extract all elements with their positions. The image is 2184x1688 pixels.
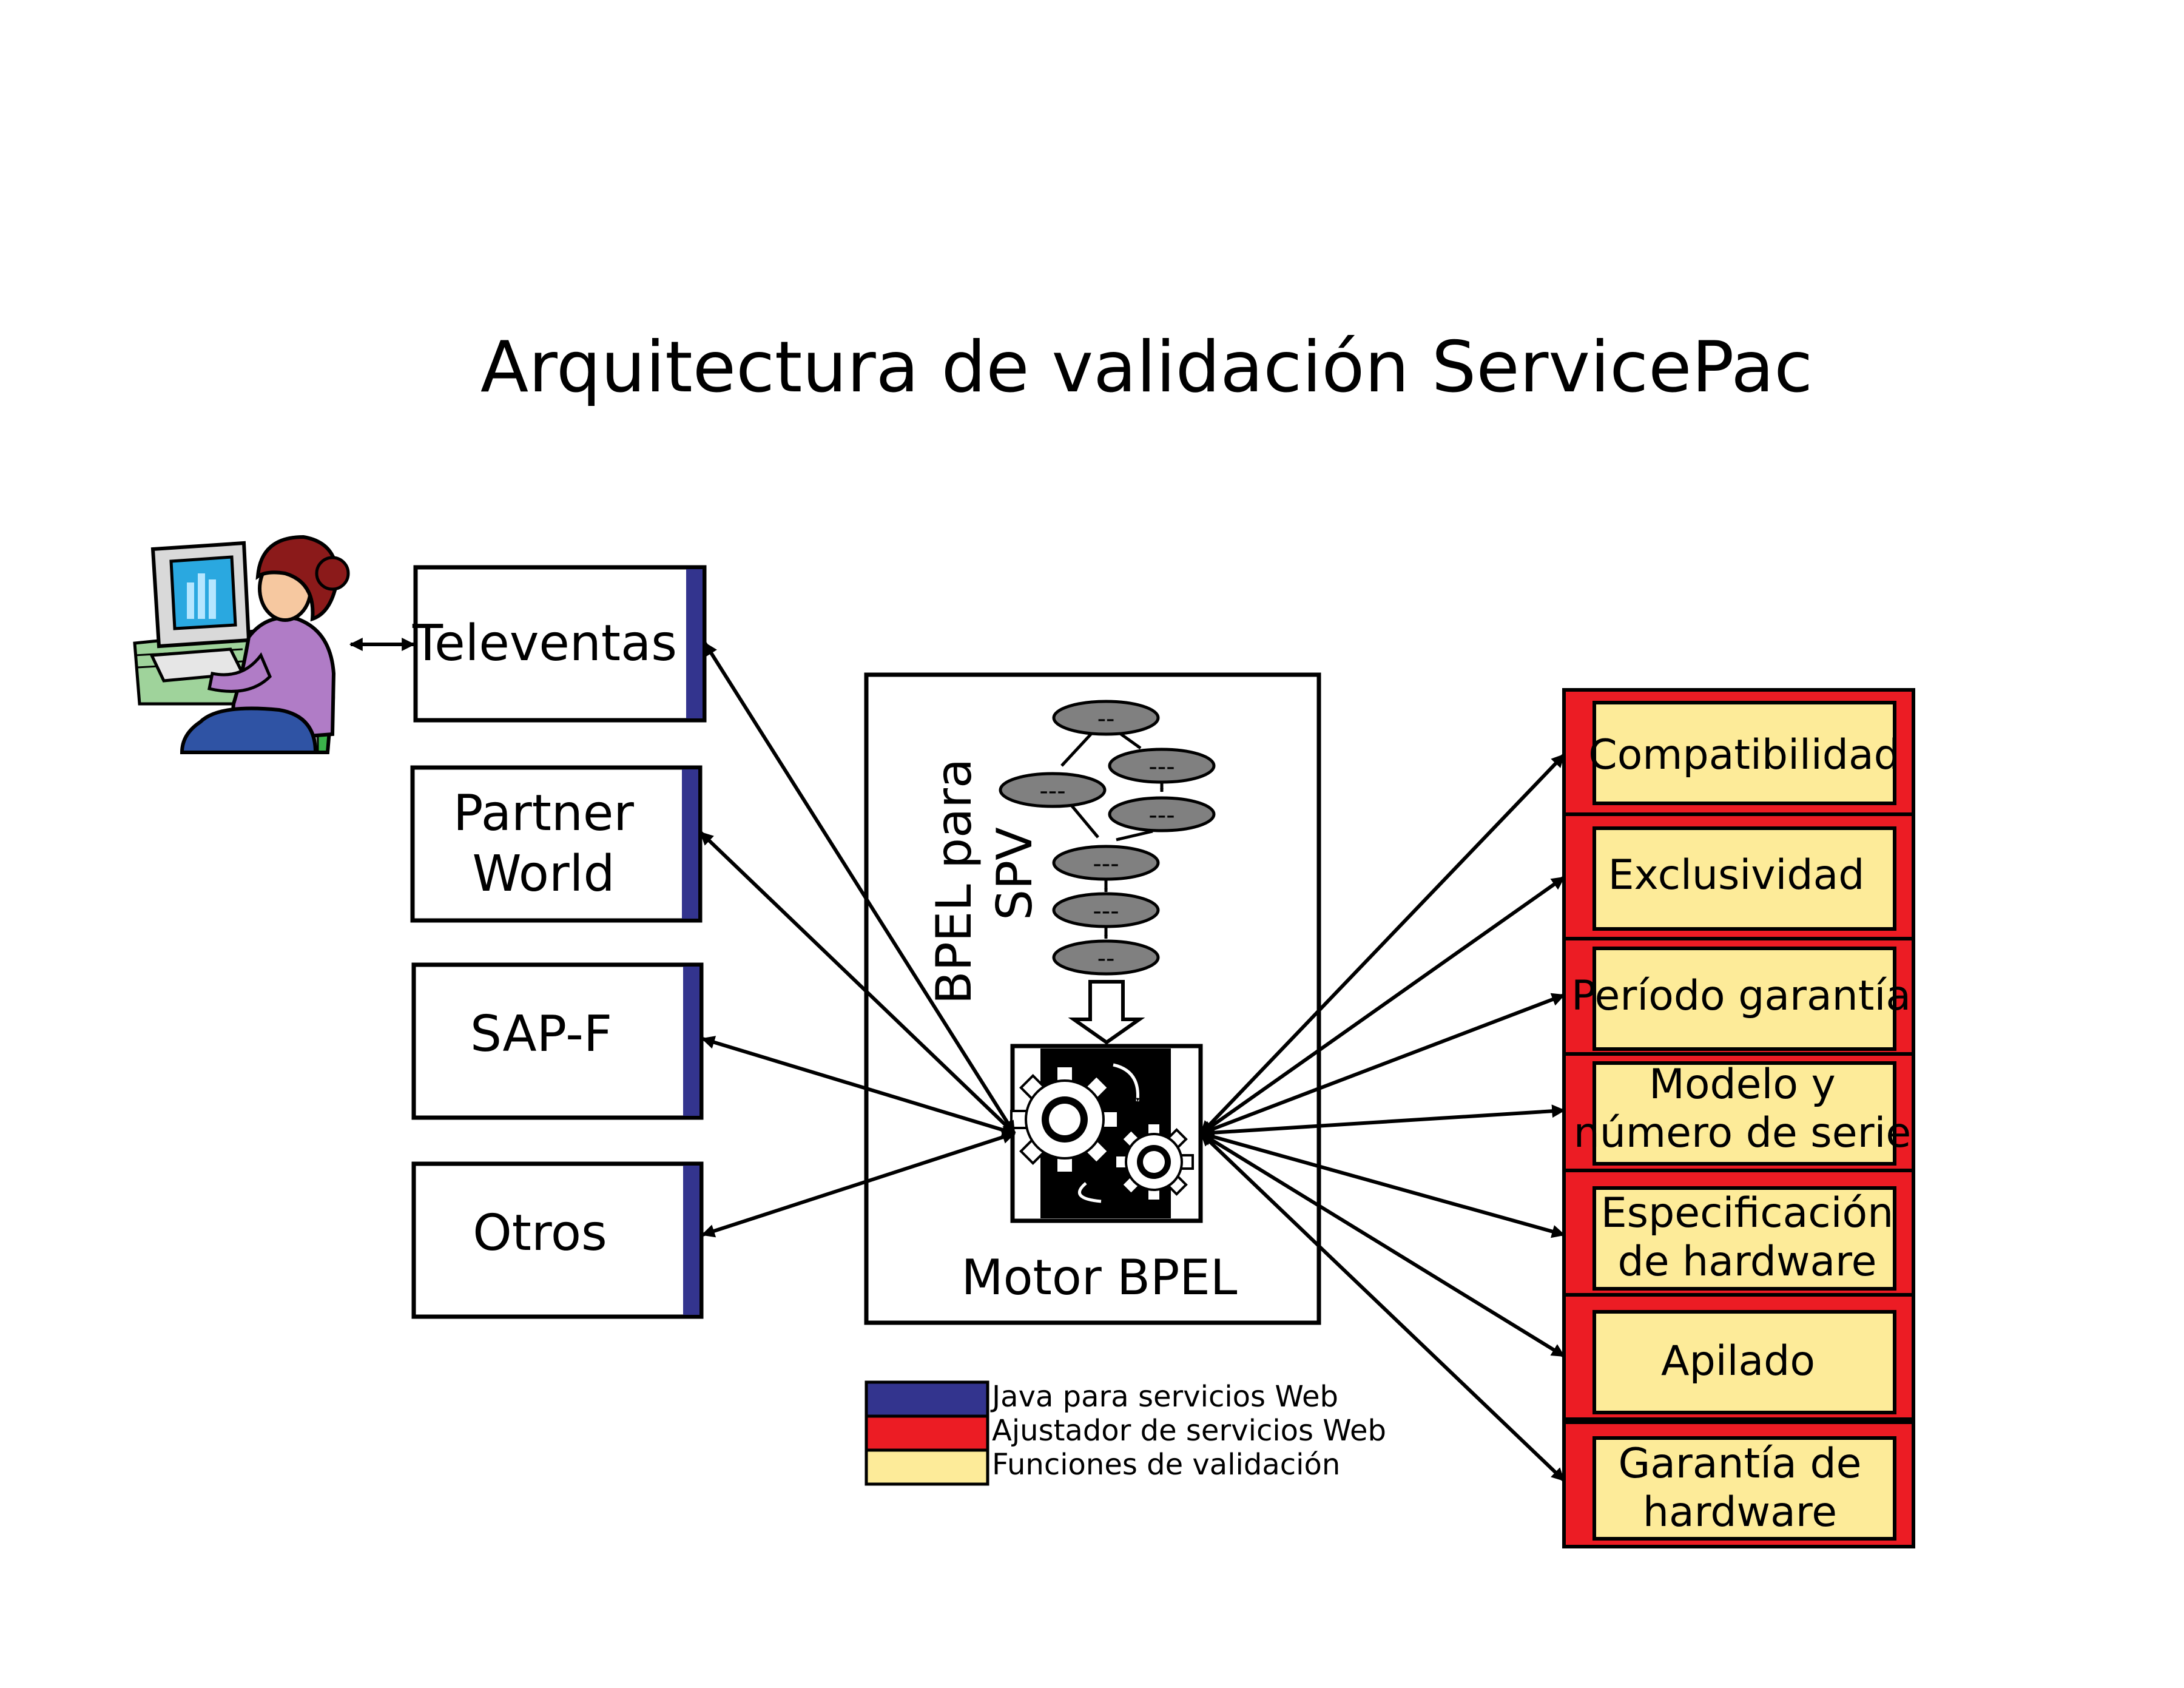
validation-function-modelo-numero-serie: Modelo y número de serie bbox=[1562, 1052, 1915, 1172]
bpel-flow-node: -- bbox=[1052, 939, 1160, 976]
validation-connectors bbox=[1199, 753, 1566, 1482]
function-label: Exclusividad bbox=[1608, 851, 1865, 899]
validation-function-especificacion-hardware: Especificación de hardware bbox=[1562, 1169, 1915, 1297]
client-televentas: Televentas bbox=[412, 565, 707, 723]
function-label: Garantía de bbox=[1619, 1440, 1862, 1488]
function-label: de hardware bbox=[1618, 1238, 1877, 1286]
svg-text:--: -- bbox=[1097, 705, 1115, 733]
svg-text:--: -- bbox=[1097, 945, 1115, 973]
client-partner-world: Partner World bbox=[410, 765, 703, 923]
svg-text:---: --- bbox=[1093, 897, 1119, 925]
function-label: hardware bbox=[1643, 1488, 1837, 1536]
client-label: Partner bbox=[453, 785, 634, 842]
page-title: Arquitectura de validación ServicePac bbox=[480, 326, 1813, 408]
validation-function-garantia-hardware: Garantía de hardware bbox=[1562, 1420, 1915, 1548]
legend-label: Funciones de validación bbox=[992, 1448, 1340, 1482]
svg-text:---: --- bbox=[1093, 850, 1119, 878]
client-otros: Otros bbox=[411, 1161, 704, 1319]
client-label: SAP-F bbox=[470, 1005, 612, 1063]
validation-function-periodo-garantia: Período garantía bbox=[1562, 937, 1915, 1056]
bpel-flow-node: --- bbox=[1108, 796, 1216, 832]
legend-item-validation-functions: Funciones de validación bbox=[864, 1448, 1340, 1486]
validation-function-compatibilidad: Compatibilidad bbox=[1562, 688, 1915, 816]
legend-label: Java para servicios Web bbox=[990, 1380, 1338, 1414]
validation-function-exclusividad: Exclusividad bbox=[1562, 812, 1915, 940]
legend-item-wrapper: Ajustador de servicios Web bbox=[864, 1414, 1386, 1452]
svg-text:---: --- bbox=[1148, 753, 1175, 781]
function-label: Especificación bbox=[1601, 1189, 1894, 1237]
client-label: Televentas bbox=[412, 615, 677, 672]
validation-functions-stack: Compatibilidad Exclusividad Período gara… bbox=[1562, 688, 1915, 1548]
legend-item-java: Java para servicios Web bbox=[864, 1380, 1338, 1418]
client-connectors bbox=[699, 642, 1016, 1238]
down-arrow-icon bbox=[1068, 980, 1145, 1045]
validation-function-apilado: Apilado bbox=[1562, 1293, 1915, 1421]
client-sap-f: SAP-F bbox=[411, 962, 704, 1120]
bpel-engine-container: BPEL para SPV -- --- --- --- bbox=[864, 672, 1321, 1325]
function-label: número de serie bbox=[1574, 1109, 1912, 1157]
function-label: Compatibilidad bbox=[1588, 731, 1900, 779]
function-label: Apilado bbox=[1661, 1337, 1815, 1385]
legend-label: Ajustador de servicios Web bbox=[992, 1414, 1386, 1448]
client-label: Otros bbox=[473, 1204, 607, 1262]
svg-text:---: --- bbox=[1148, 802, 1175, 829]
legend: Java para servicios Web Ajustador de ser… bbox=[864, 1380, 1386, 1486]
bpel-flow-node: --- bbox=[1108, 748, 1216, 784]
bpel-flow-node: --- bbox=[1052, 845, 1160, 881]
bpel-flow-node: --- bbox=[999, 772, 1107, 808]
function-label: Modelo y bbox=[1649, 1061, 1836, 1109]
client-label: World bbox=[473, 845, 615, 903]
bpel-flow-node: --- bbox=[1052, 892, 1160, 928]
gears-icon bbox=[1010, 1044, 1203, 1223]
svg-text:---: --- bbox=[1039, 777, 1065, 805]
person-at-computer-icon bbox=[133, 535, 350, 754]
function-label: Período garantía bbox=[1571, 972, 1911, 1020]
bpel-flow-node: -- bbox=[1052, 700, 1160, 736]
engine-label: Motor BPEL bbox=[962, 1249, 1238, 1306]
